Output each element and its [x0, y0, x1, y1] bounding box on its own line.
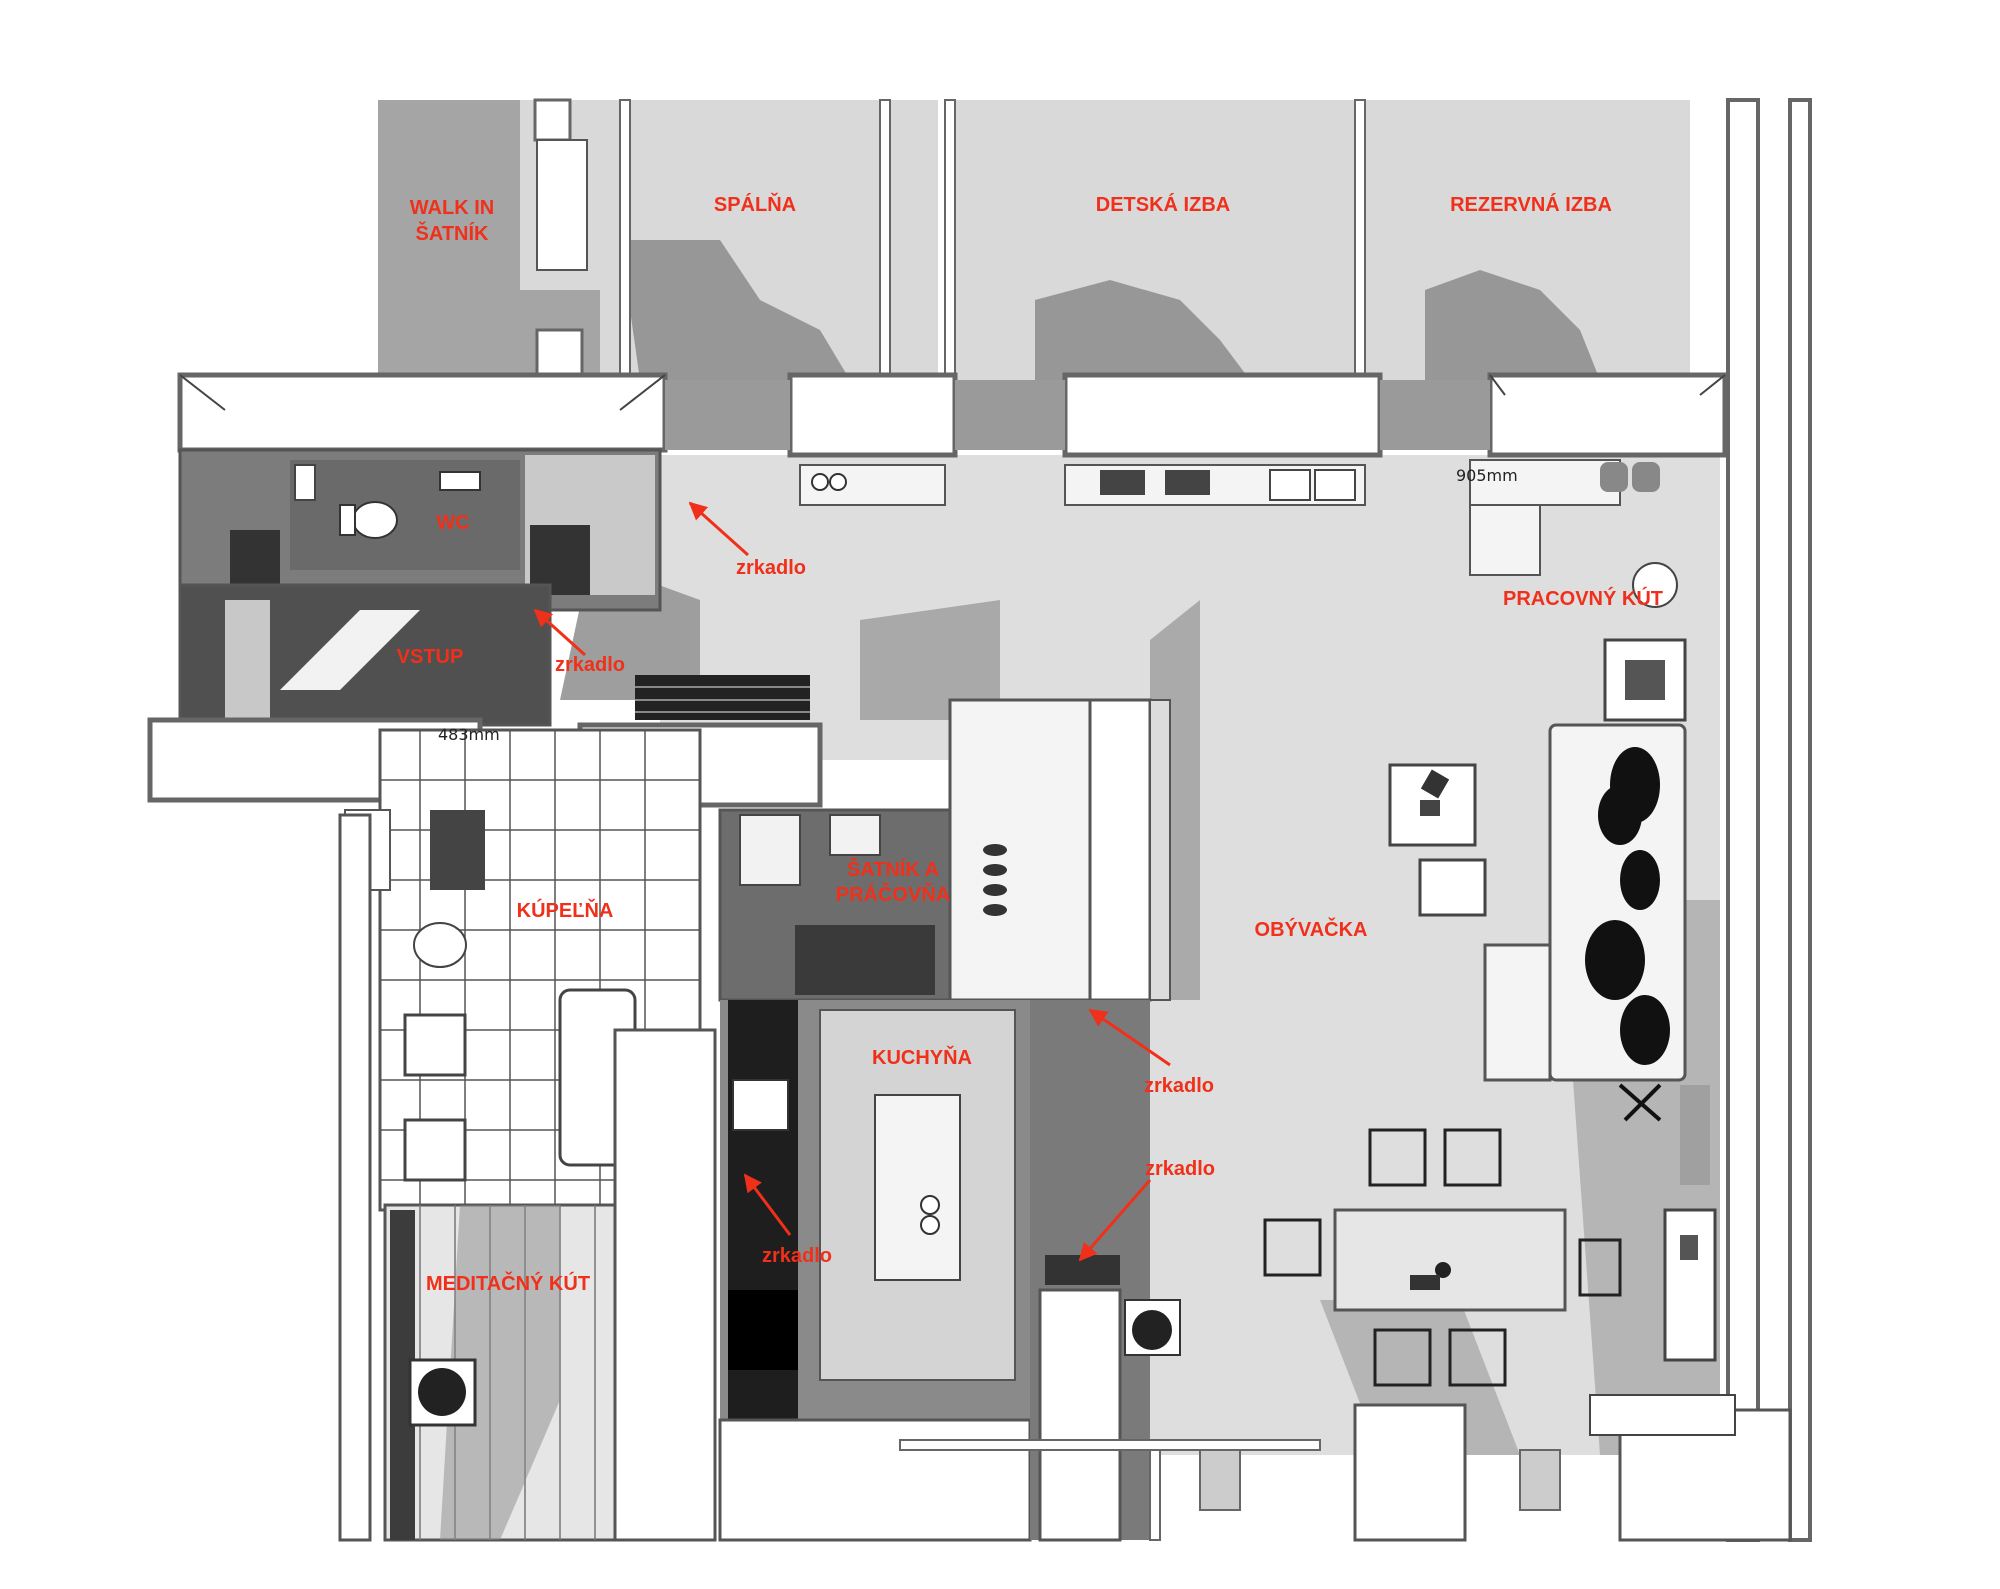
- meditation-corner: [338, 813, 717, 1542]
- label-pracovny-kut: PRACOVNÝ KÚT: [1503, 586, 1663, 610]
- mirror-arrow-4: [1078, 1179, 1152, 1262]
- label-mirror-4: zrkadlo: [1145, 1158, 1215, 1180]
- partition-wall-top: [177, 372, 1728, 458]
- label-rezervna-izba: REZERVNÁ IZBA: [1450, 193, 1612, 216]
- label-vstup: VSTUP: [397, 646, 464, 668]
- room-labels: WALK IN ŠATNÍK SPÁLŇA DETSKÁ IZBA REZERV…: [397, 192, 1663, 1295]
- dimension-labels: 483mm 905mm: [438, 466, 1518, 744]
- label-mirror-3: zrkadlo: [1144, 1075, 1214, 1097]
- bottom-walls: [899, 1439, 1561, 1541]
- kitchen: [718, 1000, 1181, 1542]
- label-satnik-line1: ŠATNÍK A: [847, 857, 939, 881]
- mirror-arrow-3: [1088, 1008, 1171, 1067]
- mirror-labels: zrkadlo zrkadlo zrkadlo zrkadlo zrkadlo: [555, 557, 1215, 1267]
- label-kupelna: KÚPEĽŇA: [517, 898, 614, 922]
- dim-905: 905mm: [1456, 466, 1518, 485]
- top-rooms: [378, 98, 1690, 381]
- label-spalna: SPÁLŇA: [714, 192, 796, 216]
- top-furniture: [799, 459, 1687, 722]
- mirror-arrow-2: [533, 608, 587, 657]
- dim-483: 483mm: [438, 725, 500, 744]
- label-mirror-1: zrkadlo: [736, 557, 806, 579]
- label-meditacny-kut: MEDITAČNÝ KÚT: [426, 1271, 590, 1295]
- wc-block: [178, 448, 662, 612]
- mirror-arrow-5: [743, 1173, 792, 1236]
- label-mirror-5: zrkadlo: [762, 1245, 832, 1267]
- label-walk-in-line1: WALK IN: [410, 197, 494, 219]
- living-furniture: [1263, 723, 1792, 1542]
- laundry-block: [718, 698, 1171, 1002]
- mirror-arrow-1: [688, 501, 750, 557]
- label-kuchyna: KUCHYŇA: [872, 1045, 972, 1069]
- exterior-wall-right: [1726, 98, 1760, 1542]
- label-satnik-line2: PRÁČOVŇA: [836, 882, 950, 906]
- label-detska-izba: DETSKÁ IZBA: [1096, 193, 1230, 216]
- mirror-arrows: [533, 501, 1171, 1262]
- label-wc: WC: [436, 512, 469, 534]
- label-mirror-2: zrkadlo: [555, 654, 625, 676]
- label-walk-in-line2: ŠATNÍK: [416, 221, 490, 245]
- label-obyvacka: OBÝVAČKA: [1255, 917, 1368, 941]
